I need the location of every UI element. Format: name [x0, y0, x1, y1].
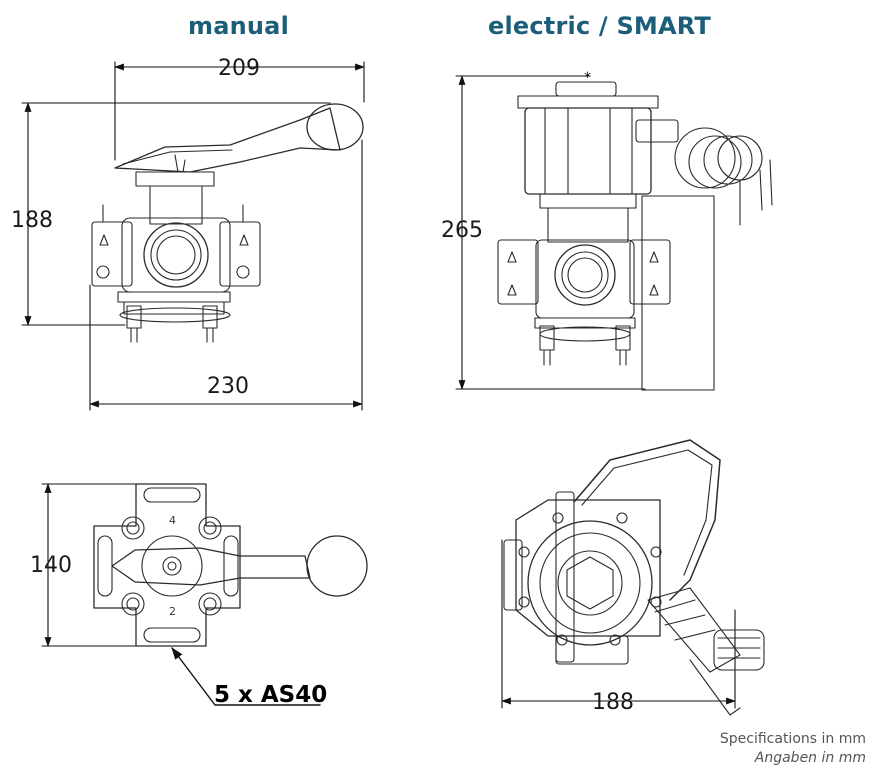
- manual-front-bolts: [126, 305, 218, 343]
- electric-top-view: [501, 439, 765, 716]
- manual-top-view: 4 2: [41, 483, 368, 706]
- callout-label-as40: 5 x AS40: [214, 682, 328, 708]
- dim-label-188: 188: [11, 208, 53, 233]
- dim-label-140: 140: [30, 553, 72, 578]
- heading-electric-smart: electric / SMART: [488, 12, 711, 40]
- dim-label-electric-188: 188: [592, 690, 634, 715]
- manual-front-view: [21, 61, 365, 411]
- dim-label-230: 230: [207, 374, 249, 399]
- dim-label-265: 265: [441, 218, 483, 243]
- dim-label-209: 209: [218, 56, 260, 81]
- svg-text:4: 4: [169, 514, 176, 527]
- footer-angaben: Angaben in mm: [754, 750, 866, 766]
- svg-text:2: 2: [169, 605, 176, 618]
- electric-front-view: *: [455, 70, 773, 391]
- heading-manual: manual: [188, 12, 289, 40]
- footer-specifications: Specifications in mm: [719, 731, 866, 747]
- callout-leader: [171, 646, 321, 706]
- svg-text:*: *: [584, 70, 591, 86]
